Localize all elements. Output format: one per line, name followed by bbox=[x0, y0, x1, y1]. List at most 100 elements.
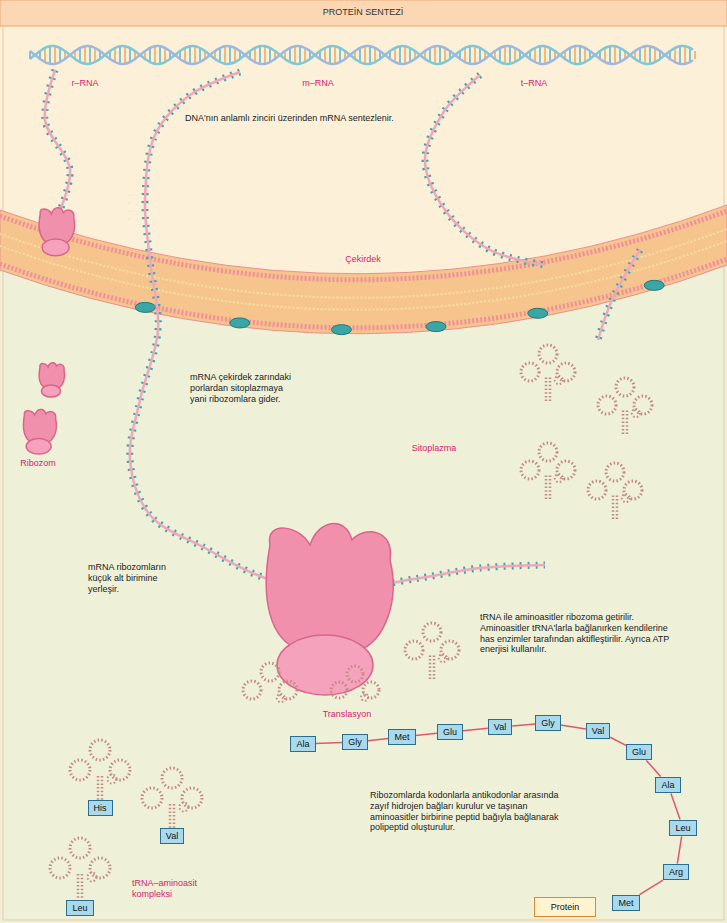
ribosome bbox=[266, 524, 393, 695]
amino-acid-box: Val bbox=[586, 723, 610, 740]
trna-cloverleaf bbox=[588, 463, 642, 520]
amino-acid-box: Leu bbox=[669, 820, 696, 837]
process-label: Translasyon bbox=[321, 709, 374, 720]
part-label: r–RNA bbox=[71, 78, 98, 89]
ribosome bbox=[39, 208, 75, 256]
dna-base-pair bbox=[84, 46, 86, 64]
dna-base-pair bbox=[59, 48, 61, 62]
dna-base-pair bbox=[464, 48, 466, 62]
region-label: Çekirdek bbox=[343, 254, 383, 265]
dna-base-pair bbox=[619, 48, 621, 62]
membrane-lipid-row bbox=[0, 241, 727, 310]
part-label: t–RNA bbox=[521, 78, 548, 89]
peptide-bond-line bbox=[316, 742, 343, 743]
dna-base-pair bbox=[654, 48, 656, 62]
dna-base-pair bbox=[189, 46, 191, 64]
amino-acid-box: Leu bbox=[66, 900, 93, 917]
peptide-bond-line bbox=[561, 725, 586, 729]
nuclear-membrane bbox=[0, 205, 727, 334]
node-text: Val bbox=[592, 726, 604, 737]
nuclear-pore bbox=[135, 302, 155, 312]
peptide-bond-line bbox=[368, 738, 389, 740]
dna-base-pair bbox=[399, 46, 401, 64]
dna-base-pair bbox=[294, 46, 296, 64]
node-text: Leu bbox=[72, 903, 87, 914]
dna-base-pair bbox=[439, 46, 441, 64]
diagram-title: PROTEİN SENTEZİ bbox=[323, 7, 404, 18]
dna-base-pair bbox=[574, 46, 576, 64]
dna-base-pair bbox=[479, 48, 481, 62]
dna-base-pair bbox=[499, 48, 501, 62]
node-text: Gly bbox=[348, 737, 362, 748]
dna-base-pair bbox=[299, 46, 301, 64]
trna-cloverleaf bbox=[521, 443, 575, 500]
dna-base-pair bbox=[469, 46, 471, 64]
rna-strand bbox=[130, 72, 545, 590]
rna-strand bbox=[425, 75, 545, 265]
node-text: Ala bbox=[661, 780, 674, 791]
trna-cloverleaf bbox=[521, 345, 575, 402]
membrane-lipid-row bbox=[0, 211, 727, 280]
dna-base-pair bbox=[184, 48, 186, 62]
dna-base-pair bbox=[234, 48, 236, 62]
dna-base-pair bbox=[224, 46, 226, 64]
node-text: Protein bbox=[551, 902, 580, 913]
dna-base-pair bbox=[329, 46, 331, 64]
part-label: tRNA–aminoasit kompleksi bbox=[132, 878, 220, 900]
dna-base-pair bbox=[639, 48, 641, 62]
amino-acid-box: Val bbox=[488, 719, 512, 736]
dna-base-pair bbox=[409, 48, 411, 62]
nuclear-pore bbox=[644, 280, 664, 290]
dna-base-pair bbox=[514, 48, 516, 62]
dna-base-pair bbox=[474, 46, 476, 64]
amino-acid-box: Met bbox=[388, 729, 415, 746]
amino-acid-box: Glu bbox=[626, 744, 652, 761]
dna-base-pair bbox=[579, 46, 581, 64]
dna-base-pair bbox=[604, 48, 606, 62]
dna-base-pair bbox=[44, 48, 46, 62]
amino-acid-box: Met bbox=[612, 895, 639, 912]
peptide-bond-line bbox=[640, 880, 663, 895]
dna-strand bbox=[30, 46, 693, 64]
peptide-bond-line bbox=[610, 737, 626, 745]
dna-strand bbox=[30, 46, 693, 64]
part-label: Ribozom bbox=[20, 458, 56, 469]
dna-base-pair bbox=[509, 46, 511, 64]
note: tRNA ile aminoasitler ribozoma getirilir… bbox=[480, 612, 672, 655]
dna-base-pair bbox=[644, 46, 646, 64]
dna-base-pair bbox=[289, 48, 291, 62]
dna-base-pair bbox=[124, 46, 126, 64]
region-label: Sitoplazma bbox=[412, 443, 457, 454]
dna-base-pair bbox=[324, 48, 326, 62]
rna-strand bbox=[45, 70, 70, 215]
amino-acid-box: Arg bbox=[663, 864, 689, 881]
amino-acid-box: Glu bbox=[437, 724, 463, 741]
dna-base-pair bbox=[229, 46, 231, 64]
dna-base-pair bbox=[584, 48, 586, 62]
nucleus-ground bbox=[0, 0, 727, 274]
dna-base-pair bbox=[684, 46, 686, 64]
node-text: Glu bbox=[632, 747, 646, 758]
dna-base-pair bbox=[569, 48, 571, 62]
nuclear-pore bbox=[528, 308, 548, 318]
dna-base-pair bbox=[504, 46, 506, 64]
dna-base-pair bbox=[679, 46, 681, 64]
node-text: Ala bbox=[296, 739, 309, 750]
trna-cloverleaf bbox=[142, 768, 202, 828]
dna-base-pair bbox=[259, 46, 261, 64]
dna-base-pair bbox=[94, 48, 96, 62]
rna-strand bbox=[598, 250, 640, 340]
node-text: Met bbox=[394, 732, 409, 743]
nuclear-pore bbox=[230, 318, 250, 328]
amino-acid-box: Gly bbox=[342, 734, 368, 751]
dna-base-pair bbox=[444, 48, 446, 62]
ribosome bbox=[39, 363, 64, 397]
dna-base-pair bbox=[79, 48, 81, 62]
trna-cloverleaf bbox=[70, 740, 130, 800]
dna-base-pair bbox=[689, 48, 691, 62]
dna-base-pair bbox=[54, 46, 56, 64]
page-frame bbox=[3, 3, 724, 920]
